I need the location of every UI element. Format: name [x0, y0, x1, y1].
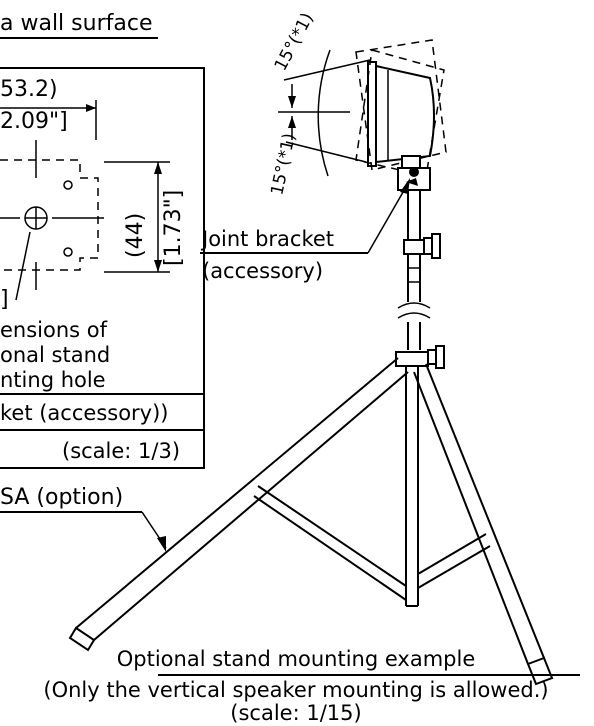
- speaker: 15°(*1) 15°(*1): [267, 10, 447, 198]
- tripod-stand: [68, 190, 554, 686]
- example-scale: (scale: 1/15): [230, 701, 361, 725]
- caption-line-2: onal stand: [0, 343, 110, 367]
- joint-bracket-label: Joint bracket: [200, 227, 334, 251]
- caption-line-1: ensions of: [0, 318, 108, 342]
- wall-surface-label: a wall surface: [0, 11, 152, 36]
- bracket-accessory-label: ket (accessory)): [0, 401, 169, 425]
- dimension-mm-label: 53.2): [0, 77, 58, 102]
- detail-scale-label: (scale: 1/3): [62, 439, 180, 463]
- example-title: Optional stand mounting example: [117, 647, 476, 671]
- dimension-inch-label: 2.09"]: [0, 109, 68, 134]
- example-note: (Only the vertical speaker mounting is a…: [43, 678, 548, 702]
- bracket-close-label: ]: [0, 287, 9, 312]
- detail-box: 53.2) 2.09"] (44) [1.73"] ] ensions of o…: [0, 67, 205, 469]
- stand-option-label: SA (option): [0, 485, 123, 510]
- dimension-173-label: [1.73"]: [161, 190, 186, 266]
- tilt-up-label: 15°(*1): [271, 10, 318, 75]
- tilt-down-label: 15°(*1): [267, 132, 300, 198]
- dimension-44-label: (44): [123, 213, 148, 258]
- joint-bracket-accessory-label: (accessory): [202, 259, 323, 283]
- caption-line-3: nting hole: [0, 368, 106, 392]
